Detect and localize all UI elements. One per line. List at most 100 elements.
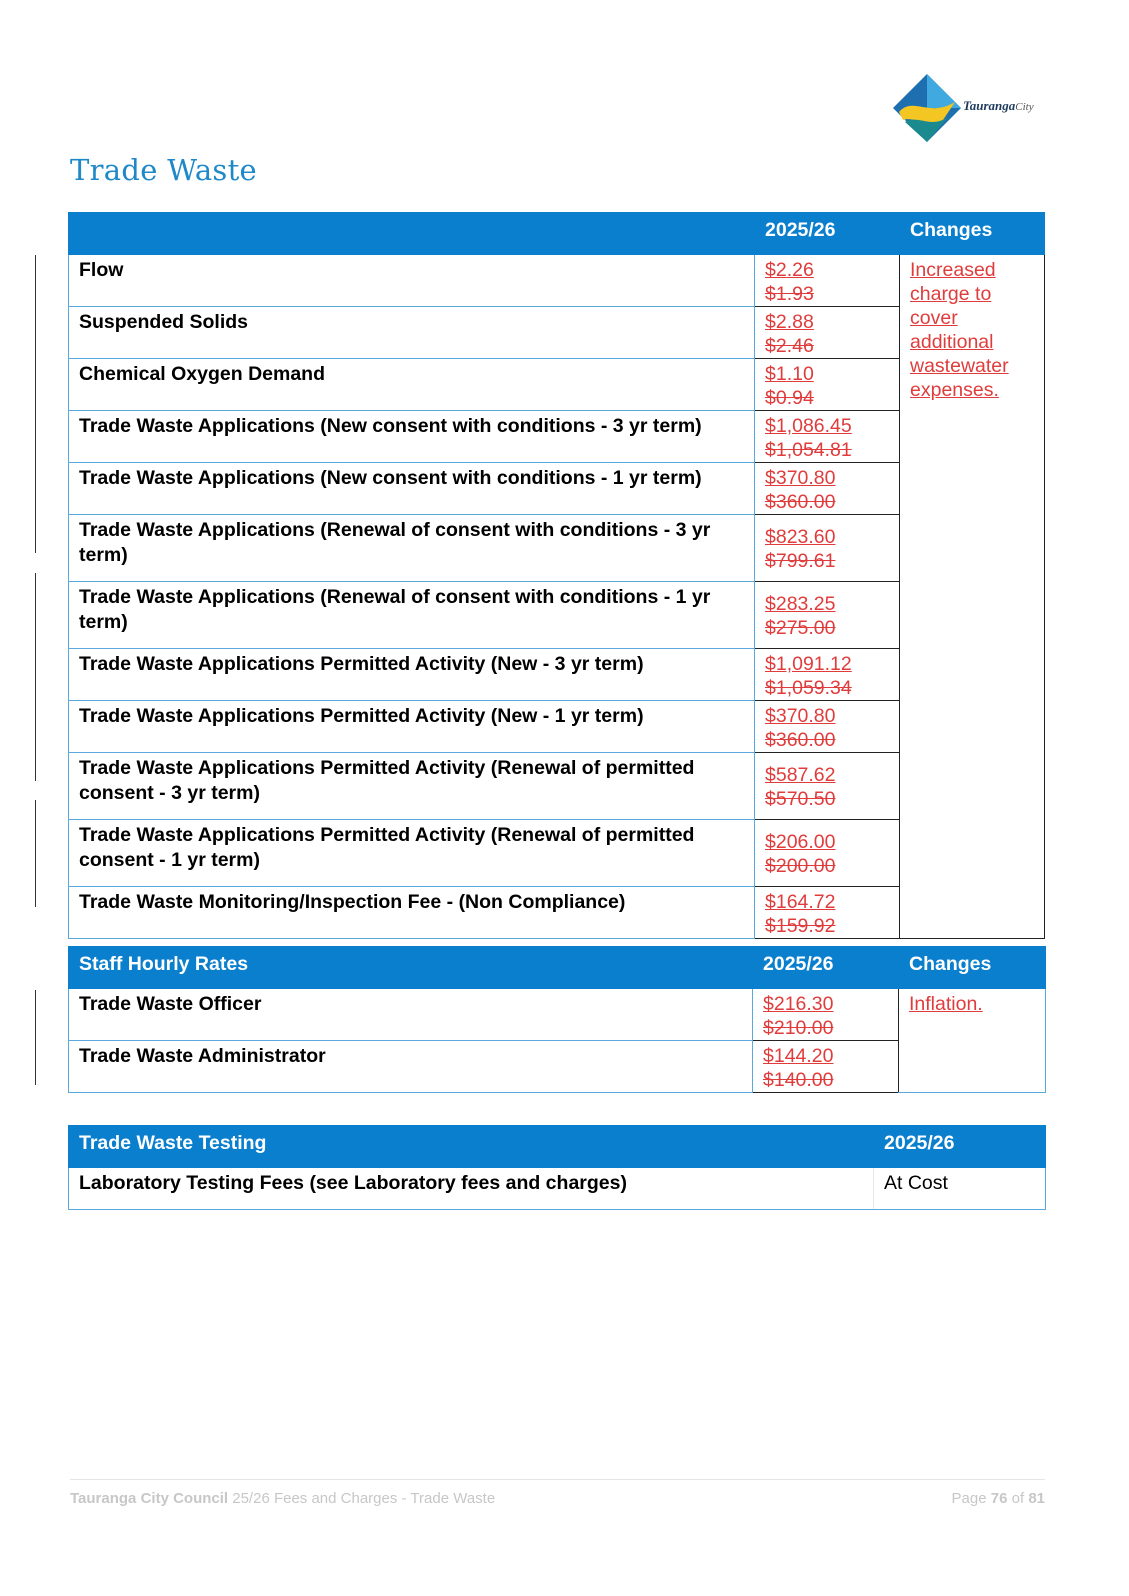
table-row: Trade Waste Applications Permitted Activ… (68, 700, 1045, 753)
header-cell: 2025/26 (752, 946, 899, 989)
rate-value: $216.30$210.00 (752, 988, 899, 1041)
old-price: $140.00 (763, 1069, 834, 1091)
fee-label: Suspended Solids (68, 306, 755, 359)
fee-label: Trade Waste Applications (Renewal of con… (68, 581, 755, 649)
changes-note: Inflation. (909, 993, 983, 1015)
rate-label: Trade Waste Officer (68, 988, 753, 1041)
fee-value: $164.72$159.92 (754, 886, 900, 939)
changes-note: Increased charge to cover additional was… (910, 259, 1009, 401)
table-header-row: Staff Hourly Rates 2025/26 Changes (68, 946, 1046, 989)
table-row: Trade Waste Applications Permitted Activ… (68, 752, 1045, 820)
new-price: $823.60 (765, 526, 836, 548)
old-price: $1,054.81 (765, 439, 852, 461)
page-title: Trade Waste (70, 153, 258, 187)
fee-value: $823.60$799.61 (754, 514, 900, 582)
testing-label: Laboratory Testing Fees (see Laboratory … (68, 1167, 874, 1210)
table-row: Trade Waste Applications (New consent wi… (68, 462, 1045, 515)
old-price: $275.00 (765, 617, 836, 639)
testing-value: At Cost (873, 1167, 1046, 1210)
fee-label: Chemical Oxygen Demand (68, 358, 755, 411)
new-price: $164.72 (765, 891, 836, 913)
old-price: $570.50 (765, 788, 836, 810)
table-header-row: 2025/26 Changes (68, 212, 1045, 255)
rate-label: Trade Waste Administrator (68, 1040, 753, 1093)
fee-label: Trade Waste Applications (New consent wi… (68, 462, 755, 515)
header-cell (68, 212, 755, 255)
page-total: 81 (1028, 1490, 1045, 1507)
page-prefix: Page (951, 1490, 987, 1507)
change-bar (35, 800, 36, 907)
table-header-row: Trade Waste Testing 2025/26 (68, 1125, 1046, 1168)
old-price: $200.00 (765, 855, 836, 877)
table-row: Trade Waste Applications (New consent wi… (68, 410, 1045, 463)
new-price: $283.25 (765, 593, 836, 615)
table-row: Trade Waste Applications Permitted Activ… (68, 819, 1045, 887)
page-of: of (1011, 1490, 1025, 1507)
table-row: Flow $2.26$1.93 Increased charge to cove… (68, 254, 1045, 939)
fee-value: $1,091.12$1,059.34 (754, 648, 900, 701)
new-price: $370.80 (765, 705, 836, 727)
rate-value: $144.20$140.00 (752, 1040, 899, 1093)
table-row: Trade Waste Applications (Renewal of con… (68, 514, 1045, 582)
fee-value: $1,086.45$1,054.81 (754, 410, 900, 463)
fee-value: $2.88$2.46 (754, 306, 900, 359)
fee-label: Flow (68, 254, 755, 307)
table-row: Trade Waste Administrator $144.20$140.00 (68, 1040, 1046, 1093)
footer-org: Tauranga City Council (70, 1490, 229, 1507)
fee-label: Trade Waste Applications (Renewal of con… (68, 514, 755, 582)
fee-label: Trade Waste Applications Permitted Activ… (68, 648, 755, 701)
new-price: $1,091.12 (765, 653, 852, 675)
change-bar (35, 573, 36, 781)
changes-cell: Inflation. (898, 988, 1046, 1093)
new-price: $1,086.45 (765, 415, 852, 437)
table-row: Trade Waste Officer $216.30$210.00 Infla… (68, 988, 1046, 1093)
fee-label: Trade Waste Applications (New consent wi… (68, 410, 755, 463)
header-cell: Trade Waste Testing (68, 1125, 874, 1168)
old-price: $360.00 (765, 491, 836, 513)
table-row: Laboratory Testing Fees (see Laboratory … (68, 1167, 1046, 1210)
header-cell: Staff Hourly Rates (68, 946, 753, 989)
table-row: Suspended Solids $2.88$2.46 (68, 306, 1045, 359)
footer-page-number: Page 76 of 81 (952, 1490, 1045, 1507)
change-bar (35, 255, 36, 553)
table-row: Chemical Oxygen Demand $1.10$0.94 (68, 358, 1045, 411)
old-price: $1,059.34 (765, 677, 852, 699)
staff-hourly-rates-table: Staff Hourly Rates 2025/26 Changes Trade… (68, 946, 1046, 1093)
new-price: $370.80 (765, 467, 836, 489)
page-footer: Tauranga City Council 25/26 Fees and Cha… (70, 1479, 1045, 1507)
header-cell: 2025/26 (754, 212, 900, 255)
old-price: $210.00 (763, 1017, 834, 1039)
header-cell: Changes (899, 212, 1045, 255)
old-price: $1.93 (765, 283, 814, 305)
trade-waste-fees-table: 2025/26 Changes Flow $2.26$1.93 Increase… (68, 212, 1045, 939)
old-price: $799.61 (765, 550, 836, 572)
new-price: $144.20 (763, 1045, 834, 1067)
logo-wordmark: TaurangaCity (963, 98, 1034, 113)
fee-value: $2.26$1.93 (754, 254, 900, 307)
fee-label: Trade Waste Applications Permitted Activ… (68, 700, 755, 753)
fee-label: Trade Waste Applications Permitted Activ… (68, 819, 755, 887)
new-price: $216.30 (763, 993, 834, 1015)
fee-label: Trade Waste Monitoring/Inspection Fee - … (68, 886, 755, 939)
new-price: $2.88 (765, 311, 814, 333)
fee-value: $1.10$0.94 (754, 358, 900, 411)
changes-cell: Increased charge to cover additional was… (899, 254, 1045, 939)
logo-diamond-icon (893, 74, 961, 142)
new-price: $1.10 (765, 363, 814, 385)
old-price: $360.00 (765, 729, 836, 751)
new-price: $2.26 (765, 259, 814, 281)
footer-doc-info: Tauranga City Council 25/26 Fees and Cha… (70, 1490, 495, 1507)
trade-waste-testing-table: Trade Waste Testing 2025/26 Laboratory T… (68, 1125, 1046, 1210)
fee-label: Trade Waste Applications Permitted Activ… (68, 752, 755, 820)
old-price: $0.94 (765, 387, 814, 409)
old-price: $159.92 (765, 915, 836, 937)
footer-doc: 25/26 Fees and Charges - Trade Waste (232, 1490, 496, 1507)
table-row: Trade Waste Applications Permitted Activ… (68, 648, 1045, 701)
fee-value: $587.62$570.50 (754, 752, 900, 820)
header-cell: Changes (898, 946, 1046, 989)
change-bar (35, 990, 36, 1085)
fee-value: $206.00$200.00 (754, 819, 900, 887)
fee-value: $370.80$360.00 (754, 700, 900, 753)
header-cell: 2025/26 (873, 1125, 1046, 1168)
new-price: $206.00 (765, 831, 836, 853)
